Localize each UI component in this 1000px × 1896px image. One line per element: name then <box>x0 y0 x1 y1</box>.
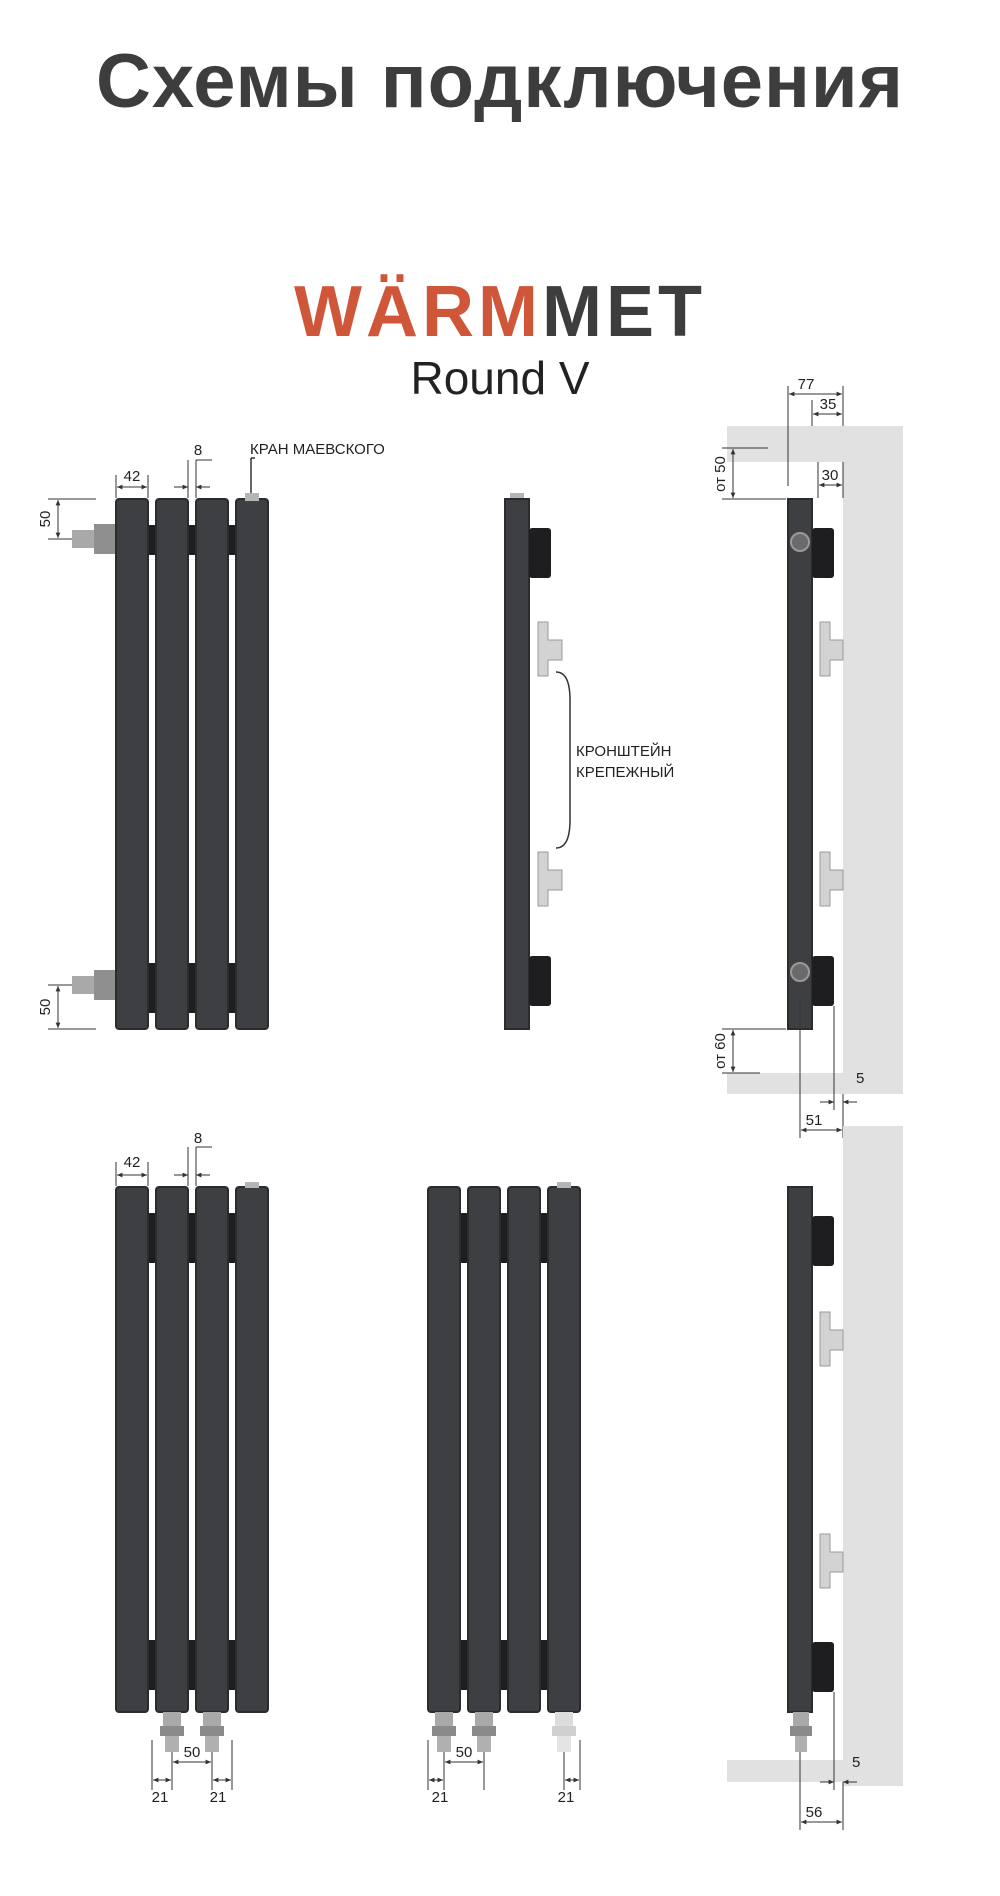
bracket-label-line1: КРОНШТЕЙН <box>576 742 671 760</box>
ceiling-slab <box>727 426 903 462</box>
dim-8-label: 8 <box>194 442 202 459</box>
dim-21-left-label: 21 <box>432 1789 449 1806</box>
diagram-wall-mount-side: 77 35 30 от 50 от 60 5 51 <box>712 376 903 1138</box>
dim-5-bottom-label: 5 <box>852 1754 860 1771</box>
side-inlet-fitting <box>72 524 116 554</box>
bottom-valve-right <box>200 1712 224 1752</box>
wall <box>843 426 903 1094</box>
svg-text:WÄRMMET: WÄRMMET <box>294 272 706 352</box>
radiator-tube <box>507 1186 541 1713</box>
dim-35-label: 35 <box>820 396 837 413</box>
side-outlet-fitting <box>72 970 116 1000</box>
radiator-tube <box>195 1186 229 1713</box>
wall <box>843 1126 903 1786</box>
radiator-side-body <box>787 498 813 1030</box>
dim-21-right-label: 21 <box>558 1789 575 1806</box>
radiator-tube <box>115 498 149 1030</box>
manifold-block-top <box>529 528 551 578</box>
air-valve-label: КРАН МАЕВСКОГО <box>250 441 385 458</box>
dim-from50-label: от 50 <box>712 456 729 492</box>
dim-from60-label: от 60 <box>712 1033 729 1069</box>
radiator-tube <box>547 1186 581 1713</box>
radiator-tube <box>195 498 229 1030</box>
radiator-tube <box>115 1186 149 1713</box>
radiator-tube <box>155 498 189 1030</box>
diagram-front-bottom-variant: 50 21 21 <box>427 1182 581 1806</box>
bottom-valve-left <box>432 1712 456 1752</box>
radiator-tube <box>235 498 269 1030</box>
radiator-tube <box>235 1186 269 1713</box>
dim-50-top-label: 50 <box>37 511 54 528</box>
radiator-side-body <box>504 498 530 1030</box>
bracket-label-line2: КРЕПЕЖНЫЙ <box>576 763 674 781</box>
dim-42-label: 42 <box>124 468 141 485</box>
dim-56-label: 56 <box>806 1804 823 1821</box>
dim-8-label: 8 <box>194 1130 202 1147</box>
diagram-side-brackets: КРОНШТЕЙН КРЕПЕЖНЫЙ <box>504 493 674 1030</box>
page-title: Схемы подключения <box>96 39 904 124</box>
diagram-wall-mount-bottom: 5 56 <box>727 1126 903 1830</box>
dim-77-label: 77 <box>798 376 815 393</box>
bottom-valve-left <box>160 1712 184 1752</box>
dim-21-right-label: 21 <box>210 1789 227 1806</box>
dim-50-label: 50 <box>456 1744 473 1761</box>
bracket-lower <box>537 851 563 907</box>
brand-logo: WÄRMMET Round V <box>294 272 706 404</box>
dim-51-label: 51 <box>806 1112 823 1129</box>
floor-slab <box>727 1760 903 1782</box>
bracket-brace <box>555 671 571 849</box>
radiator-tube <box>467 1186 501 1713</box>
radiator-tube <box>155 1186 189 1713</box>
brand-name-part1: WÄRM <box>294 272 542 352</box>
dim-30-label: 30 <box>822 467 839 484</box>
dim-50-label: 50 <box>184 1744 201 1761</box>
air-valve <box>245 493 259 501</box>
bottom-plug-right <box>552 1712 576 1752</box>
bottom-valve-middle <box>472 1712 496 1752</box>
brand-name-part2: MET <box>542 272 706 352</box>
radiator-tube <box>427 1186 461 1713</box>
diagram-front-bottom-connection: 42 8 50 21 21 <box>115 1130 269 1806</box>
side-connection-bottom <box>790 962 810 982</box>
dim-21-left-label: 21 <box>152 1789 169 1806</box>
diagram-front-side-connection: КРАН МАЕВСКОГО 42 8 50 50 <box>37 441 385 1030</box>
side-connection-top <box>790 532 810 552</box>
dim-5-top-label: 5 <box>856 1070 864 1087</box>
dim-42-label: 42 <box>124 1154 141 1171</box>
bracket-upper <box>537 621 563 677</box>
dim-50-bottom-label: 50 <box>37 999 54 1016</box>
bottom-valve-side <box>790 1712 812 1752</box>
floor-slab <box>727 1073 903 1094</box>
manifold-block-bottom <box>529 956 551 1006</box>
model-name: Round V <box>410 352 589 404</box>
radiator-side-body <box>787 1186 813 1713</box>
